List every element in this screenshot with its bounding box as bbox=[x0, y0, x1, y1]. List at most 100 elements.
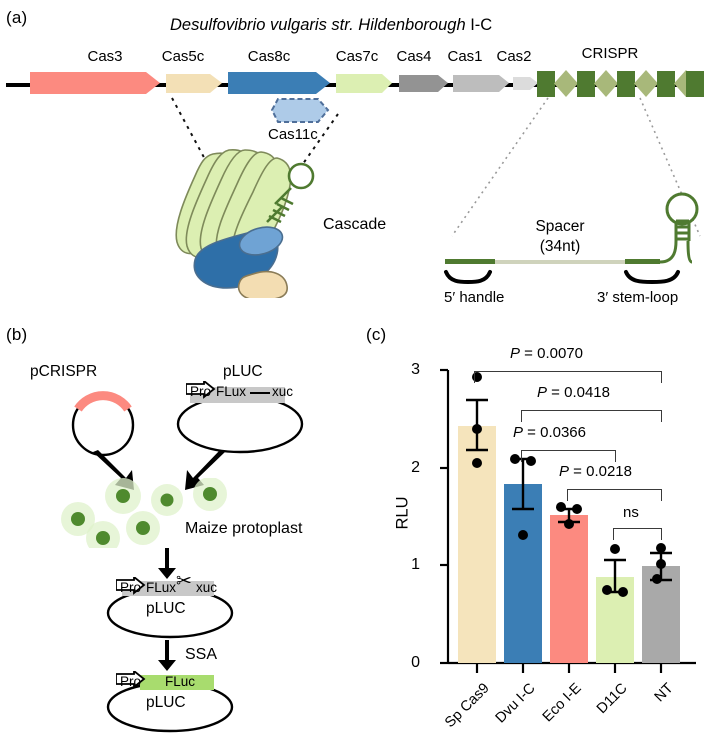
crispr-spacer bbox=[554, 70, 578, 97]
crrna-3p-stemloop bbox=[659, 192, 699, 264]
gene-arrow-cas2 bbox=[513, 77, 538, 90]
handle-braces bbox=[444, 270, 680, 285]
p-value: = 0.0366 bbox=[523, 424, 586, 441]
chart-plot-area bbox=[440, 368, 696, 673]
data-point bbox=[610, 544, 620, 554]
sig-label-1: P = 0.0070 bbox=[510, 345, 583, 362]
gene-arrow-cas1 bbox=[453, 75, 509, 92]
handle-5p-label: 5′ handle bbox=[444, 289, 505, 306]
pluc-name-mid: pLUC bbox=[146, 600, 186, 617]
construct-linker-top bbox=[250, 392, 270, 394]
y-axis-label: RLU bbox=[393, 496, 412, 530]
subtype-label: I-C bbox=[465, 16, 493, 34]
scissors-icon: ✂ bbox=[176, 571, 192, 592]
stemloop-3p-label: 3′ stem-loop bbox=[597, 289, 679, 306]
sig-bracket-5 bbox=[613, 528, 662, 540]
leader-line-crispr-right bbox=[639, 97, 701, 237]
species-name: Desulfovibrio vulgaris str. Hildenboroug… bbox=[170, 16, 466, 34]
promoter-arrow-top bbox=[186, 381, 216, 399]
pluc-circle-top bbox=[176, 394, 304, 454]
crispr-repeat bbox=[537, 71, 555, 97]
y-tick-marks bbox=[440, 368, 448, 665]
bar-eco-ie bbox=[550, 515, 588, 663]
promoter-arrow-mid-shape bbox=[116, 577, 146, 595]
crispr-spacer bbox=[634, 70, 658, 97]
p-value: = 0.0070 bbox=[520, 345, 583, 362]
pluc-plasmid-bottom bbox=[106, 675, 234, 733]
sig-bracket-3 bbox=[521, 450, 616, 462]
crispr-spacer bbox=[594, 70, 618, 97]
data-points bbox=[472, 372, 666, 597]
p-italic: P bbox=[537, 384, 548, 401]
crrna-5p-handle bbox=[445, 259, 495, 264]
arrow-down-2 bbox=[158, 640, 176, 671]
pluc-gene-band-top bbox=[190, 387, 285, 403]
gene-label-crispr: CRISPR bbox=[581, 45, 639, 62]
cas11c-polygon bbox=[270, 98, 330, 123]
cascade-label: Cascade bbox=[323, 216, 387, 233]
pluc-plasmid-top bbox=[176, 387, 304, 454]
panel-b-letter: (b) bbox=[6, 325, 28, 344]
maize-protoplast-cells bbox=[61, 478, 227, 548]
y-tick-0: 0 bbox=[411, 654, 420, 671]
panel-c-letter: (c) bbox=[366, 325, 387, 344]
p-italic: P bbox=[510, 345, 521, 362]
crrna-schematic bbox=[445, 192, 699, 264]
panel-a-letter: (a) bbox=[6, 8, 28, 27]
gene-label-cas4: Cas4 bbox=[396, 48, 432, 65]
arrow-down-2-shape bbox=[158, 640, 176, 671]
y-tick-2: 2 bbox=[411, 459, 420, 476]
y-tick-3: 3 bbox=[411, 361, 420, 378]
gene-arrow-cas3 bbox=[30, 72, 160, 94]
p-italic: P bbox=[513, 424, 524, 441]
cas11c-subunit bbox=[238, 226, 284, 256]
panel-a-title: Desulfovibrio vulgaris str. Hildenboroug… bbox=[170, 16, 492, 35]
data-point bbox=[656, 559, 666, 569]
promoter-arrow-mid bbox=[116, 577, 146, 595]
leader-line-cas7c bbox=[299, 113, 339, 169]
bar-nt bbox=[642, 566, 680, 663]
gene-arrow-cas7c bbox=[336, 74, 392, 93]
arrow-down-1-shape bbox=[158, 548, 176, 579]
sig-label-4: P = 0.0218 bbox=[559, 463, 632, 480]
pluc-name-bottom: pLUC bbox=[146, 694, 186, 711]
data-point bbox=[572, 504, 582, 514]
pluc-fluc-band bbox=[140, 675, 214, 690]
cas5c-subunit bbox=[237, 270, 288, 298]
crispr-repeat bbox=[617, 71, 635, 97]
sig-label-ns: ns bbox=[623, 504, 639, 521]
sig-label-3: P = 0.0366 bbox=[513, 424, 586, 441]
data-point bbox=[564, 519, 574, 529]
bar-dvu-ic bbox=[504, 484, 542, 663]
y-tick-1: 1 bbox=[411, 556, 420, 573]
data-point bbox=[518, 530, 528, 540]
gene-arrow-cas4 bbox=[399, 75, 448, 92]
pcrispr-plasmid bbox=[71, 391, 135, 457]
pcrispr-insert-arc bbox=[74, 391, 132, 412]
p-italic: P bbox=[559, 463, 570, 480]
spacer-label-line2: (34nt) bbox=[539, 238, 581, 255]
gene-label-cas5c: Cas5c bbox=[161, 48, 205, 65]
crispr-repeat bbox=[577, 71, 595, 97]
protoplast-label: Maize protoplast bbox=[185, 520, 303, 537]
fluc-label: FLuc bbox=[165, 674, 196, 689]
protoplast-group bbox=[61, 478, 227, 548]
data-point bbox=[656, 543, 666, 553]
promoter-arrow-bottom bbox=[116, 671, 146, 689]
data-point bbox=[602, 585, 612, 595]
brace-5p bbox=[444, 270, 492, 285]
sig-bracket-1 bbox=[474, 371, 662, 383]
pluc-plasmid-mid bbox=[106, 581, 234, 639]
data-point bbox=[556, 502, 566, 512]
data-point bbox=[472, 458, 482, 468]
sig-label-2: P = 0.0418 bbox=[537, 384, 610, 401]
gene-arrow-group bbox=[30, 70, 704, 97]
arrow-right bbox=[185, 450, 225, 490]
crispr-repeat bbox=[657, 71, 675, 97]
ssa-label: SSA bbox=[185, 646, 218, 663]
crrna-spacer-region bbox=[495, 260, 625, 264]
p-value: = 0.0418 bbox=[547, 384, 610, 401]
arrow-down-1 bbox=[158, 548, 176, 579]
spacer-label-line1: Spacer bbox=[535, 218, 585, 235]
